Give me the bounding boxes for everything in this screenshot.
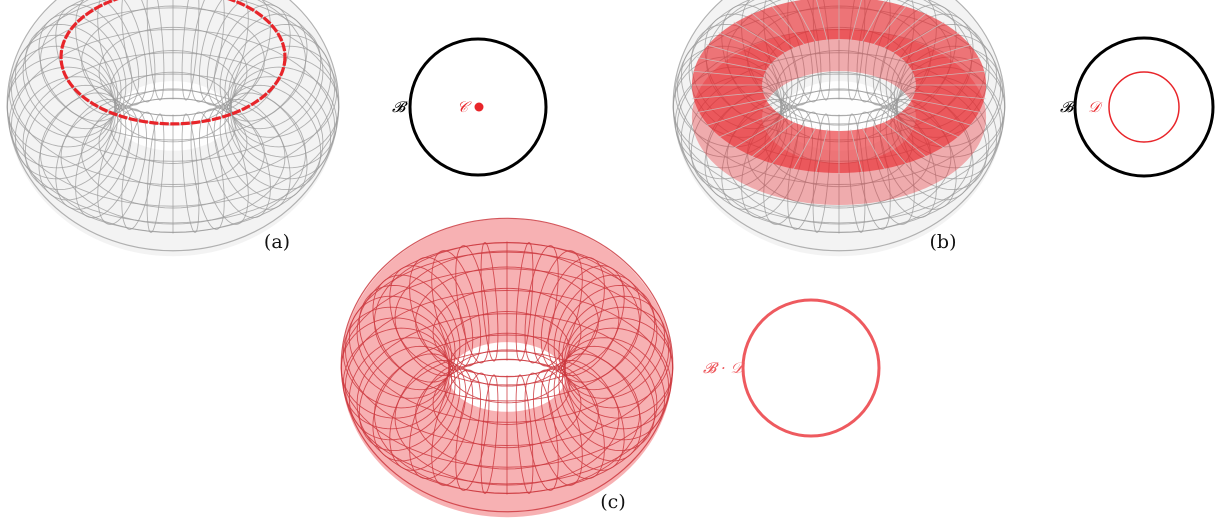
annulus-grid-line	[882, 12, 927, 50]
torus-parallel-line	[373, 334, 641, 495]
annulus-grid-line	[697, 57, 768, 72]
disk-b-inner-label: 𝒟	[1088, 98, 1103, 116]
annulus-grid-line	[706, 44, 773, 65]
annulus-grid-line	[882, 120, 927, 158]
torus-parallel-line	[676, 0, 1002, 185]
torus-parallel-line	[776, 50, 902, 126]
annulus-grid-line	[899, 111, 960, 138]
torus-a-core-curve	[59, 0, 287, 126]
torus-parallel-line	[394, 350, 620, 486]
annulus-grid-line	[850, 0, 862, 41]
torus-b	[672, 0, 1006, 257]
disk-a-point-label: 𝒞	[457, 98, 472, 116]
caption-c: (c)	[600, 491, 625, 513]
torus-parallel-line	[98, 97, 248, 188]
disk-b-inner-circle	[1108, 71, 1180, 143]
torus-parallel-line	[432, 287, 582, 378]
torus-parallel-line	[39, 0, 307, 141]
torus-parallel-line	[60, 89, 286, 225]
annulus-grid-line	[691, 70, 765, 79]
torus-parallel-line	[356, 242, 658, 423]
annulus-grid-line	[733, 21, 787, 54]
torus-outline	[340, 217, 674, 513]
annulus-grid-line	[872, 124, 907, 165]
annulus-grid-line	[706, 105, 773, 126]
annulus-grid-line	[691, 91, 765, 100]
annulus-grid-line	[751, 12, 796, 50]
annulus-grid-line	[910, 98, 981, 113]
torus-parallel-line	[448, 332, 566, 404]
torus-parallel-line	[444, 311, 570, 387]
annulus-grid-line	[861, 0, 886, 43]
annulus-region-lower	[691, 29, 987, 205]
disk-a-point	[474, 102, 484, 112]
disk-c-boundary-label: 𝓑 · 𝒟	[703, 359, 746, 377]
torus-parallel-line	[432, 358, 582, 449]
panel-a: 𝓑 𝒞 (a)	[6, 0, 548, 257]
annulus-grid-line	[718, 32, 779, 59]
core-curve-path	[59, 0, 287, 126]
annulus-grid-line	[850, 129, 863, 174]
torus-a	[6, 0, 340, 257]
panel-b: 𝓑 𝒟 (b)	[672, 0, 1215, 257]
annulus-grid-line	[751, 120, 796, 158]
panel-c: 𝓑 · 𝒟 (c)	[340, 217, 881, 518]
torus-parallel-line	[22, 52, 324, 233]
annulus-grid-line	[771, 124, 806, 165]
annulus-grid-line	[872, 5, 907, 46]
annulus-grid-line	[792, 0, 817, 43]
annulus-grid-line	[899, 32, 960, 59]
disk-a-boundary	[408, 37, 548, 177]
torus-parallel-line	[81, 98, 265, 209]
disk-c-boundary	[741, 298, 881, 438]
annulus-grid-line	[913, 70, 987, 79]
annulus-grid-line	[815, 129, 828, 174]
disk-b-boundary-label: 𝓑	[1060, 98, 1076, 116]
torus-parallel-line	[373, 241, 641, 402]
torus-parallel-line	[98, 26, 248, 117]
torus-parallel-line	[444, 349, 570, 425]
torus-parallel-line	[344, 290, 670, 485]
annulus-grid-line	[905, 105, 972, 126]
disk-b-boundary	[1073, 36, 1215, 178]
torus-parallel-line	[114, 71, 232, 143]
annulus-grid-line	[891, 21, 945, 54]
torus-parallel-line	[22, 0, 324, 162]
torus-c	[340, 217, 674, 518]
torus-parallel-line	[356, 313, 658, 494]
annulus-grid-line	[910, 57, 981, 72]
annulus-grid-line	[718, 111, 779, 138]
annulus-grid-line	[733, 116, 787, 149]
torus-parallel-line	[39, 73, 307, 234]
annulus-grid-line	[913, 91, 987, 100]
caption-b: (b)	[930, 231, 957, 253]
disk-a-boundary-label: 𝓑	[392, 98, 408, 116]
annulus-grid-line	[697, 98, 768, 113]
annulus-grid-line	[771, 5, 806, 46]
torus-parallel-line	[110, 88, 236, 164]
torus-parallel-line	[705, 73, 973, 234]
torus-outline	[672, 0, 1006, 252]
torus-parallel-line	[10, 0, 336, 185]
annulus-grid-line	[861, 127, 886, 170]
annulus-grid-line	[905, 44, 972, 65]
annulus-grid-line	[891, 116, 945, 149]
torus-outline	[6, 0, 340, 252]
annulus-grid-line	[792, 127, 817, 170]
torus-parallel-line	[344, 251, 670, 446]
torus-parallel-line	[726, 89, 952, 225]
torus-parallel-line	[10, 29, 336, 224]
caption-a: (a)	[264, 231, 290, 253]
torus-parallel-line	[415, 359, 599, 470]
annulus-grid-line	[816, 0, 828, 41]
annulus-region	[691, 0, 987, 173]
